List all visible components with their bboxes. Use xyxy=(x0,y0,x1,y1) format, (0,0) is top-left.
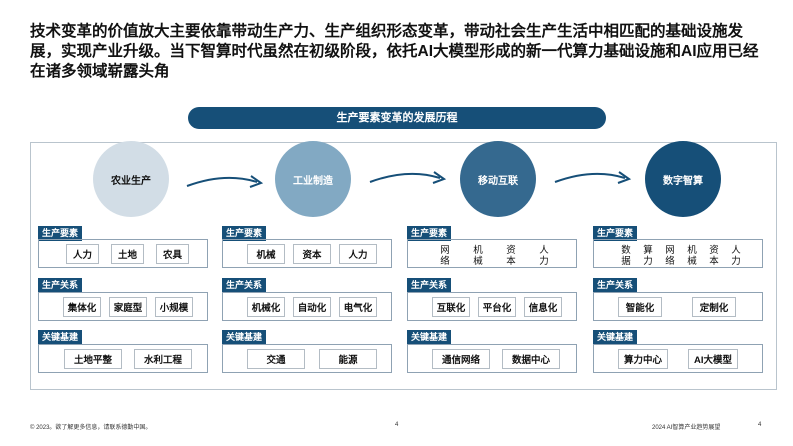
relation-tag: 生产关系 xyxy=(222,278,267,293)
footer-copyright: © 2023。欲了解更多信息，请联系德勤中国。 xyxy=(30,425,152,431)
factor-item: 土地 xyxy=(111,244,144,264)
stage-agriculture: 农业生产 xyxy=(93,141,169,217)
relation-tag: 生产关系 xyxy=(38,278,83,293)
relation-item: 互联化 xyxy=(432,297,470,317)
factor-item: 资本 xyxy=(506,245,516,267)
infra-item: 通信网络 xyxy=(432,349,490,369)
relation-item: 定制化 xyxy=(692,297,736,317)
relation-item: 集体化 xyxy=(63,297,101,317)
stage-label: 数字智算 xyxy=(663,175,703,187)
relation-item: 家庭型 xyxy=(109,297,147,317)
factor-item: 算力 xyxy=(643,245,653,267)
factor-item: 网络 xyxy=(440,245,450,267)
relation-item: 平台化 xyxy=(478,297,516,317)
relation-item: 小规模 xyxy=(155,297,193,317)
diagram-frame xyxy=(30,142,777,390)
factor-item: 人力 xyxy=(66,244,99,264)
infra-item: 数据中心 xyxy=(502,349,560,369)
factor-item: 人力 xyxy=(339,244,377,264)
infra-item: AI大模型 xyxy=(688,349,738,369)
stage-mobile-internet: 移动互联 xyxy=(460,141,536,217)
factor-group: 网络 机械 资本 人力 xyxy=(407,239,577,268)
factor-tag: 生产要素 xyxy=(593,226,638,241)
factor-item: 机械 xyxy=(687,245,697,267)
factor-item: 人力 xyxy=(731,245,741,267)
infra-tag: 关键基建 xyxy=(593,330,638,345)
relation-group: 机械化 自动化 电气化 xyxy=(222,292,392,321)
relation-item: 电气化 xyxy=(339,297,377,317)
factor-tag: 生产要素 xyxy=(407,226,452,241)
relation-group: 集体化 家庭型 小规模 xyxy=(38,292,208,321)
relation-group: 互联化 平台化 信息化 xyxy=(407,292,577,321)
stage-label: 农业生产 xyxy=(111,175,151,187)
arrow-right-icon xyxy=(186,175,264,188)
infra-group: 通信网络 数据中心 xyxy=(407,344,577,373)
relation-tag: 生产关系 xyxy=(593,278,638,293)
infra-item: 水利工程 xyxy=(134,349,192,369)
infra-item: 土地平整 xyxy=(64,349,122,369)
infra-tag: 关键基建 xyxy=(222,330,267,345)
section-banner: 生产要素变革的发展历程 xyxy=(188,107,606,129)
factor-item: 数据 xyxy=(621,245,631,267)
footer-report-title: 2024 AI智算产业趋势展望 xyxy=(652,425,721,431)
stage-label: 移动互联 xyxy=(478,175,518,187)
factor-group: 人力 土地 农具 xyxy=(38,239,208,268)
stage-digital-compute: 数字智算 xyxy=(645,141,721,217)
factor-item: 资本 xyxy=(293,244,331,264)
infra-tag: 关键基建 xyxy=(38,330,83,345)
relation-item: 智能化 xyxy=(618,297,662,317)
footer-center-page: 4 xyxy=(395,422,399,428)
infra-item: 交通 xyxy=(247,349,305,369)
factor-item: 农具 xyxy=(156,244,189,264)
factor-item: 网络 xyxy=(665,245,675,267)
headline: 技术变革的价值放大主要依靠带动生产力、生产组织形态变革，带动社会生产生活中相匹配… xyxy=(30,23,759,80)
infra-item: 能源 xyxy=(319,349,377,369)
relation-item: 信息化 xyxy=(524,297,562,317)
relation-item: 自动化 xyxy=(293,297,331,317)
infra-tag: 关键基建 xyxy=(407,330,452,345)
infra-group: 算力中心 AI大模型 xyxy=(593,344,763,373)
stage-industry: 工业制造 xyxy=(275,141,351,217)
stage-label: 工业制造 xyxy=(293,175,333,187)
relation-group: 智能化 定制化 xyxy=(593,292,763,321)
relation-item: 机械化 xyxy=(247,297,285,317)
factor-tag: 生产要素 xyxy=(222,226,267,241)
infra-group: 土地平整 水利工程 xyxy=(38,344,208,373)
factor-item: 人力 xyxy=(539,245,549,267)
factor-item: 机械 xyxy=(247,244,285,264)
factor-item: 机械 xyxy=(473,245,483,267)
arrow-right-icon xyxy=(369,171,447,184)
factor-item: 资本 xyxy=(709,245,719,267)
factor-group: 数据 算力 网络 机械 资本 人力 xyxy=(593,239,763,268)
infra-item: 算力中心 xyxy=(618,349,668,369)
factor-group: 机械 资本 人力 xyxy=(222,239,392,268)
relation-tag: 生产关系 xyxy=(407,278,452,293)
factor-tag: 生产要素 xyxy=(38,226,83,241)
arrow-right-icon xyxy=(554,171,632,184)
footer-page-number: 4 xyxy=(758,422,762,428)
infra-group: 交通 能源 xyxy=(222,344,392,373)
